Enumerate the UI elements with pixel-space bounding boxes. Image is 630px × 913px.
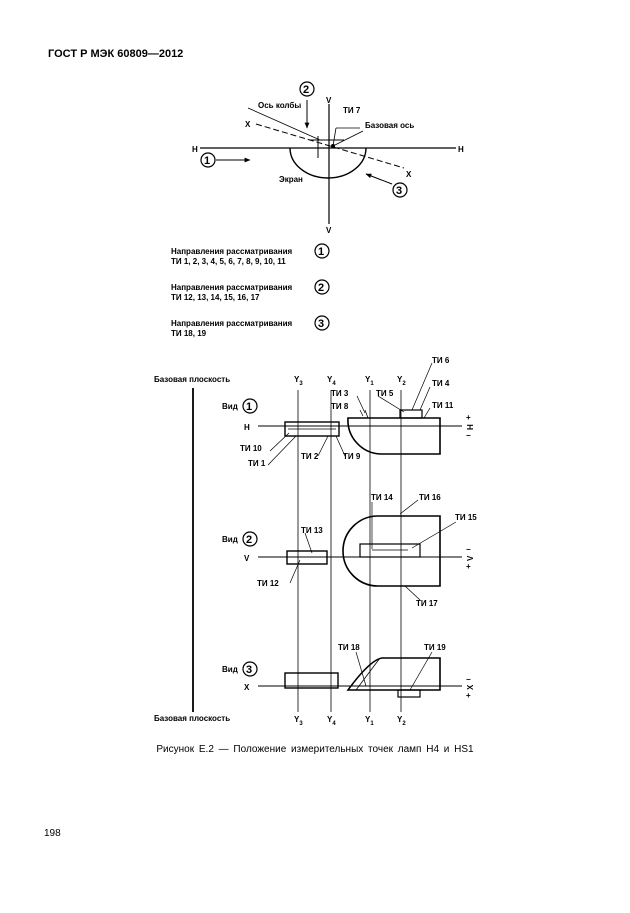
view-1-h-label: H (244, 423, 250, 432)
top-diagram-labels: 1 2 3 H H V V X X Ось колбы ТИ 7 Базовая… (192, 84, 464, 235)
h-left-label: H (192, 145, 198, 154)
ti3-label: ТИ 3 (331, 389, 349, 398)
x-axis (255, 123, 405, 169)
view-2-v-label: V (244, 554, 250, 563)
legend-2-line2: ТИ 12, 13, 14, 15, 16, 17 (171, 293, 260, 302)
ti9-label: ТИ 9 (343, 452, 361, 461)
y3-bottom-label: Y3 (294, 715, 303, 727)
view-3-minus: − (466, 675, 471, 684)
y4-bottom-label: Y4 (327, 715, 336, 727)
ti7-label: ТИ 7 (343, 106, 361, 115)
view-1-marker: 1 (246, 401, 252, 413)
legend-3-marker: 3 (318, 318, 324, 330)
ti13-label: ТИ 13 (301, 526, 323, 535)
ti5-label: ТИ 5 (376, 389, 394, 398)
bottom-diagram (192, 362, 462, 712)
ti4-label: ТИ 4 (432, 379, 450, 388)
view-1-h-right: H (466, 424, 475, 430)
ti2-label: ТИ 2 (301, 452, 319, 461)
x-left-label: X (245, 120, 251, 129)
ti1-label: ТИ 1 (248, 459, 266, 468)
view-2-plus: + (466, 562, 471, 571)
view-2-v-right: V (466, 555, 475, 561)
y4-top-label: Y4 (327, 375, 336, 387)
view-3-label: Вид (222, 665, 238, 674)
y2-top-label: Y2 (397, 375, 406, 387)
ti14-label: ТИ 14 (371, 493, 393, 502)
bottom-diagram-labels: Базовая плоскость Базовая плоскость Y3 Y… (154, 356, 477, 727)
figure-caption: Рисунок Е.2 — Положение измерительных то… (156, 744, 474, 755)
ti12-label: ТИ 12 (257, 579, 279, 588)
view-1-label: Вид (222, 402, 238, 411)
ti16-label: ТИ 16 (419, 493, 441, 502)
y3-top-label: Y3 (294, 375, 303, 387)
view-3-x-right: X (466, 684, 475, 690)
view-2-minus: − (466, 545, 471, 554)
ti8-label: ТИ 8 (331, 402, 349, 411)
legend-3-line1: Направления рассматривания (171, 319, 293, 328)
screen-arc (289, 147, 367, 179)
ti19-label: ТИ 19 (424, 643, 446, 652)
legend: Направления рассматривания ТИ 1, 2, 3, 4… (171, 243, 330, 338)
marker-1-label: 1 (204, 155, 210, 167)
ti18-label: ТИ 18 (338, 643, 360, 652)
y1-top-label: Y1 (365, 375, 374, 387)
legend-2-line1: Направления рассматривания (171, 283, 293, 292)
legend-1-marker: 1 (318, 246, 324, 258)
view-3-plus: + (466, 691, 471, 700)
bulb-axis-label: Ось колбы (258, 101, 301, 110)
screen-label: Экран (279, 175, 303, 184)
bulb-axis-line (247, 107, 321, 141)
x-right-label: X (406, 170, 412, 179)
ti10-label: ТИ 10 (240, 444, 262, 453)
v-top-label: V (326, 96, 332, 105)
view-2-marker: 2 (246, 534, 252, 546)
direction-3-arrow (365, 173, 393, 185)
marker-1-circle (200, 152, 216, 168)
view-1-minus: − (466, 431, 471, 440)
base-plane-top-label: Базовая плоскость (154, 375, 230, 384)
base-plane-bottom-label: Базовая плоскость (154, 714, 230, 723)
top-diagram (200, 81, 456, 224)
ti6-label: ТИ 6 (432, 356, 450, 365)
marker-2-label: 2 (303, 84, 309, 96)
view-3-marker: 3 (246, 664, 252, 676)
y2-bottom-label: Y2 (397, 715, 406, 727)
view-2-label: Вид (222, 535, 238, 544)
view-1-plus: + (466, 413, 471, 422)
page-number: 198 (44, 828, 61, 839)
ti17-label: ТИ 17 (416, 599, 438, 608)
y1-bottom-label: Y1 (365, 715, 374, 727)
view-2-drawing (242, 515, 462, 587)
view-1-drawing (242, 398, 462, 455)
document-header: ГОСТ Р МЭК 60809—2012 (48, 48, 184, 60)
legend-1-line1: Направления рассматривания (171, 247, 293, 256)
h-right-label: H (458, 145, 464, 154)
ti15-label: ТИ 15 (455, 513, 477, 522)
base-axis-label: Базовая ось (365, 121, 414, 130)
legend-3-line2: ТИ 18, 19 (171, 329, 207, 338)
marker-3-circle (392, 182, 408, 198)
v-bottom-label: V (326, 226, 332, 235)
ti11-label: ТИ 11 (432, 401, 454, 410)
view-3-x-label: X (244, 683, 250, 692)
legend-1-line2: ТИ 1, 2, 3, 4, 5, 6, 7, 8, 9, 10, 11 (171, 257, 286, 266)
marker-2-circle (299, 81, 315, 97)
legend-2-marker: 2 (318, 282, 324, 294)
marker-3-label: 3 (396, 185, 402, 197)
view-3-drawing (242, 657, 462, 698)
